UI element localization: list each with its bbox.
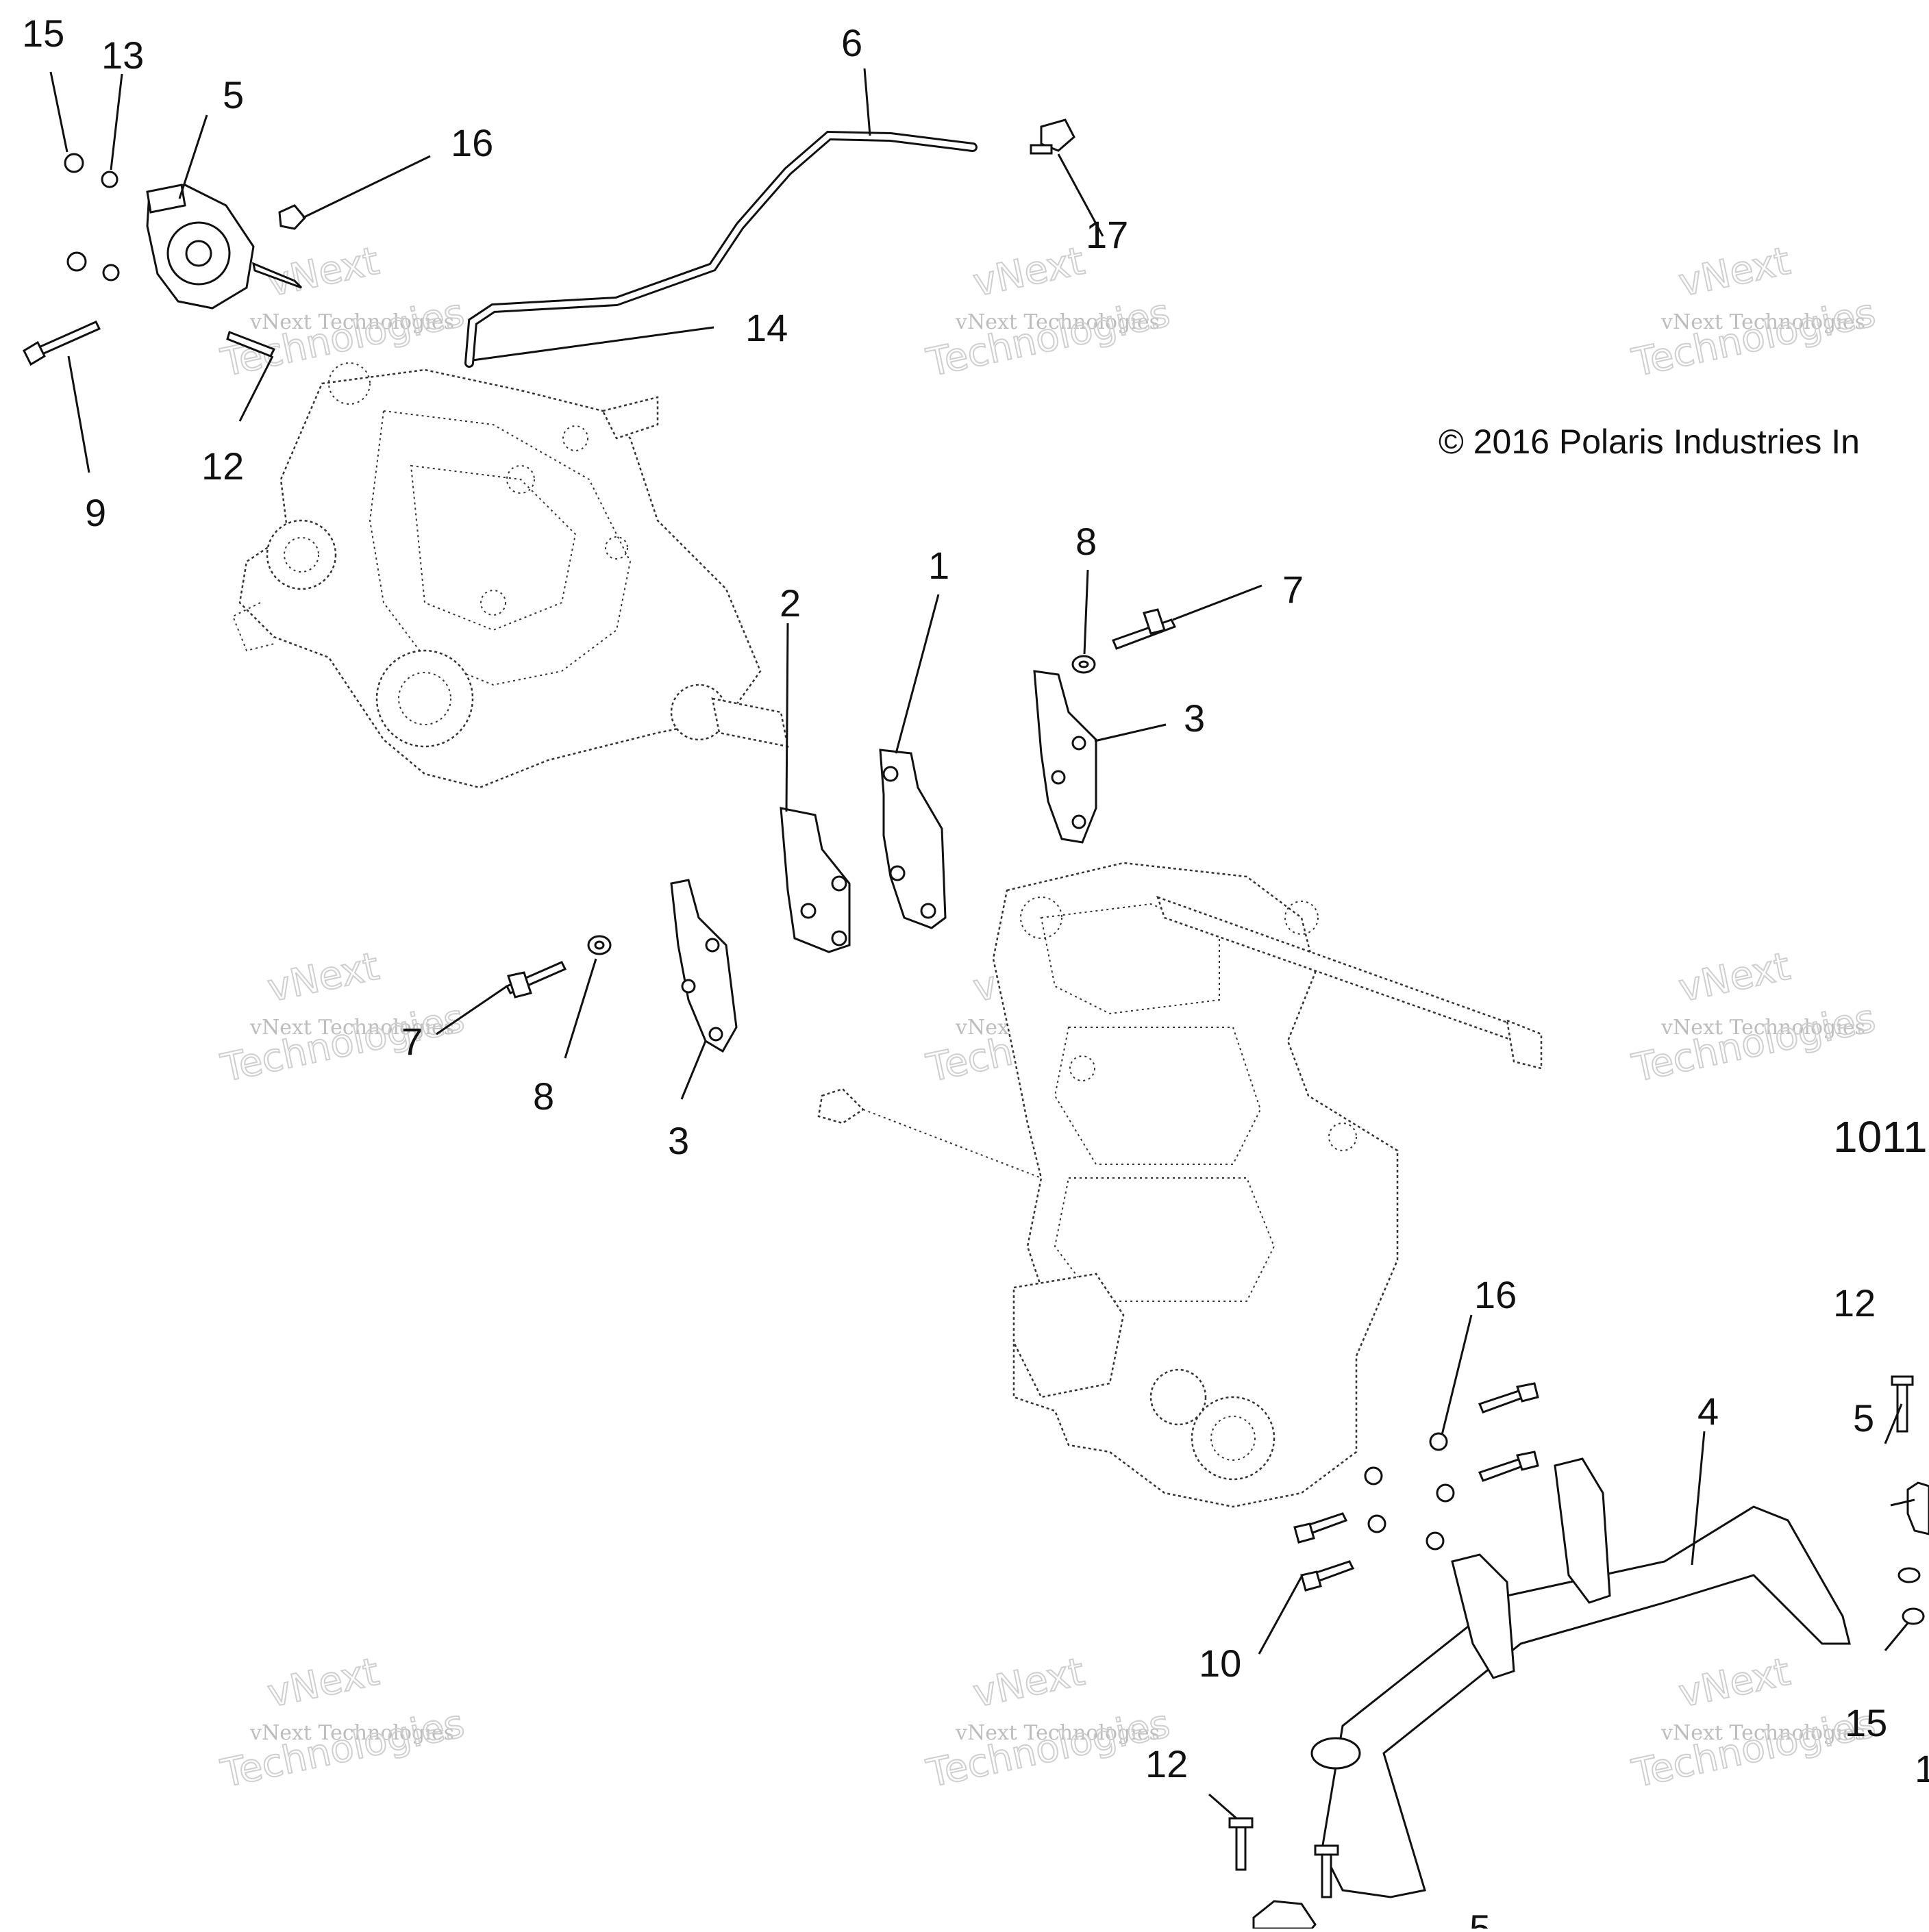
- bracket-part-3-lower: [670, 879, 738, 1053]
- callout-7: 7: [1282, 568, 1304, 611]
- callout-2: 2: [780, 581, 801, 625]
- watermark-text: Technologies: [1628, 996, 1879, 1091]
- bolts-part-12-lower: [1228, 1817, 1339, 1898]
- callout-7-lower: 7: [401, 1020, 423, 1063]
- watermark-text: vNext Technologies: [955, 310, 1160, 334]
- watermark-text: Technologies: [923, 1701, 1173, 1796]
- leader-lines: [49, 68, 1915, 1820]
- transmission-drawing: [232, 362, 789, 789]
- callout-17: 17: [1086, 213, 1128, 256]
- callout-5-lower: 5: [1469, 1907, 1491, 1929]
- watermark-text: vNext Technologies: [1660, 1721, 1865, 1745]
- cable-clip-part-17: [1030, 118, 1075, 155]
- watermark-text: vNext: [969, 239, 1088, 306]
- watermark: vNext vNext Technologies Technologies: [1628, 238, 1880, 386]
- callout-12-lower: 12: [1145, 1742, 1188, 1785]
- washer-part-8-upper: [1071, 655, 1096, 674]
- callout-labels: 15 13 5 6 16 17 14 12 9 1 2 8 7 3 7 8 3 …: [22, 12, 1929, 1932]
- callout-15-right: 15: [1845, 1701, 1887, 1744]
- cable-part-6: [464, 130, 978, 368]
- callout-3-lower: 3: [668, 1119, 689, 1162]
- watermark-text: vNext: [1675, 239, 1794, 306]
- figure-number: 1011: [1833, 1112, 1928, 1162]
- callout-12-right: 12: [1833, 1281, 1876, 1325]
- callout-8: 8: [1075, 520, 1097, 563]
- callout-5-right: 5: [1853, 1396, 1874, 1440]
- watermark-text: vNext Technologies: [1660, 310, 1865, 334]
- callout-14: 14: [745, 306, 788, 349]
- watermark: vNext vNext Technologies Technologies: [216, 944, 469, 1092]
- copyright-notice: © 2016 Polaris Industries In: [1439, 423, 1860, 461]
- watermark-text: vNext: [1675, 1650, 1794, 1717]
- washer-part-8-lower: [587, 935, 612, 955]
- callout-9: 9: [85, 491, 106, 534]
- callout-3: 3: [1184, 697, 1205, 740]
- watermark-text: vNext: [264, 1650, 383, 1717]
- watermark-text: vNext: [969, 1650, 1088, 1717]
- callout-13: 13: [101, 34, 144, 77]
- watermark-text: vNext Technologies: [249, 1721, 454, 1745]
- bracket-part-3-upper: [1033, 670, 1097, 844]
- callout-16-lower: 16: [1474, 1273, 1517, 1316]
- callout-6: 6: [841, 21, 862, 64]
- watermark: vNext vNext Technologies Technologies: [1628, 944, 1880, 1092]
- bracket-part-2: [780, 807, 851, 953]
- hardware-part-10-16: [1293, 1382, 1539, 1592]
- callout-1-edge: 1: [1915, 1747, 1929, 1790]
- watermark-text: vNext Technologies: [955, 1721, 1160, 1745]
- callout-1: 1: [928, 544, 949, 587]
- watermark: vNext vNext Technologies Technologies: [1628, 1649, 1880, 1797]
- watermark-text: vNext Technologies: [1660, 1016, 1865, 1040]
- callout-10: 10: [1199, 1642, 1241, 1685]
- sensor-part-5-bottom: [1252, 1900, 1317, 1930]
- watermark-text: Technologies: [217, 996, 468, 1091]
- callout-5: 5: [223, 73, 244, 116]
- watermark-text: Technologies: [923, 290, 1173, 386]
- engine-drawing: [817, 862, 1543, 1508]
- callout-16: 16: [451, 121, 493, 164]
- watermark: vNext vNext Technologies Technologies: [922, 238, 1174, 386]
- watermark-text: vNext Technologies: [249, 310, 454, 334]
- bracket-part-1: [879, 749, 947, 929]
- sensor-part-5-top: [23, 153, 307, 366]
- callout-15: 15: [22, 12, 64, 55]
- watermark-text: vNext: [264, 239, 383, 306]
- watermark: vNext vNext Technologies Technologies: [922, 1649, 1174, 1797]
- callout-4: 4: [1697, 1390, 1719, 1433]
- watermark: vNext vNext Technologies Technologies: [216, 1649, 469, 1797]
- callout-12: 12: [201, 444, 244, 488]
- watermark-text: vNext: [1675, 944, 1794, 1012]
- callout-8-lower: 8: [533, 1075, 554, 1118]
- watermark: vNext vNext Technologies Technologies: [216, 238, 469, 386]
- watermark-text: Technologies: [1628, 290, 1879, 386]
- mount-part-4: [1310, 1457, 1851, 1898]
- watermark-text: Technologies: [1628, 1701, 1879, 1796]
- watermark-text: vNext Technologies: [249, 1016, 454, 1040]
- sensor-part-5-right: [1891, 1375, 1929, 1625]
- watermark-text: Technologies: [217, 1701, 468, 1796]
- watermark-text: vNext: [264, 944, 383, 1012]
- bolt-part-7-lower: [505, 961, 567, 999]
- bolt-part-7-upper: [1112, 608, 1177, 650]
